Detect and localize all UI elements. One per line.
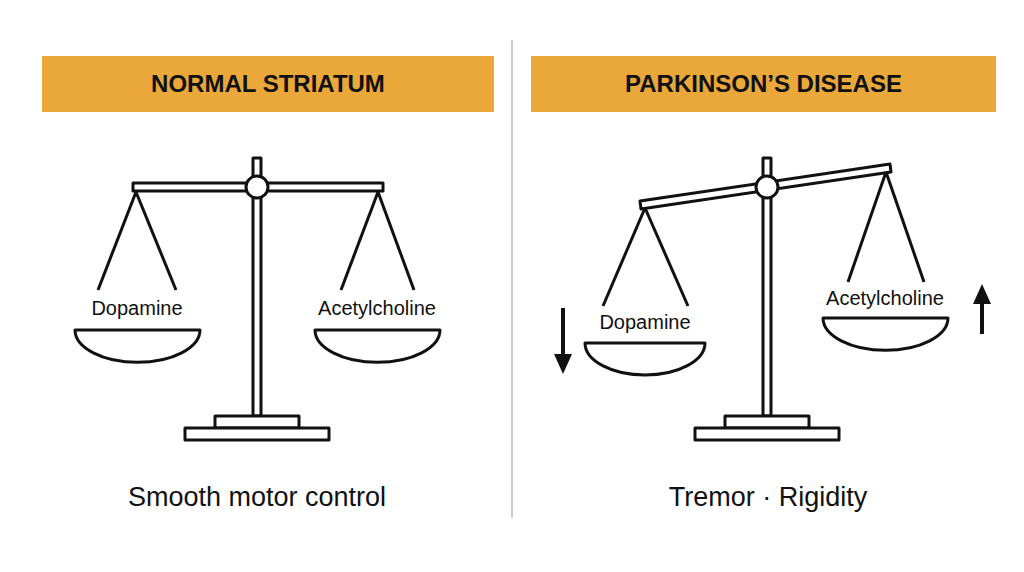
pan-label: Acetylcholine [823, 287, 947, 310]
pan-label: Dopamine [88, 297, 185, 320]
header-text: PARKINSON’S DISEASE [625, 70, 902, 98]
panel-caption: Tremor · Rigidity [666, 482, 871, 513]
header-band: NORMAL STRIATUM [42, 56, 494, 112]
header-band: PARKINSON’S DISEASE [531, 56, 996, 112]
pan-label: Acetylcholine [315, 297, 439, 320]
header-text: NORMAL STRIATUM [151, 70, 385, 98]
panel-caption: Smooth motor control [125, 482, 389, 513]
pan-label: Dopamine [596, 311, 693, 334]
